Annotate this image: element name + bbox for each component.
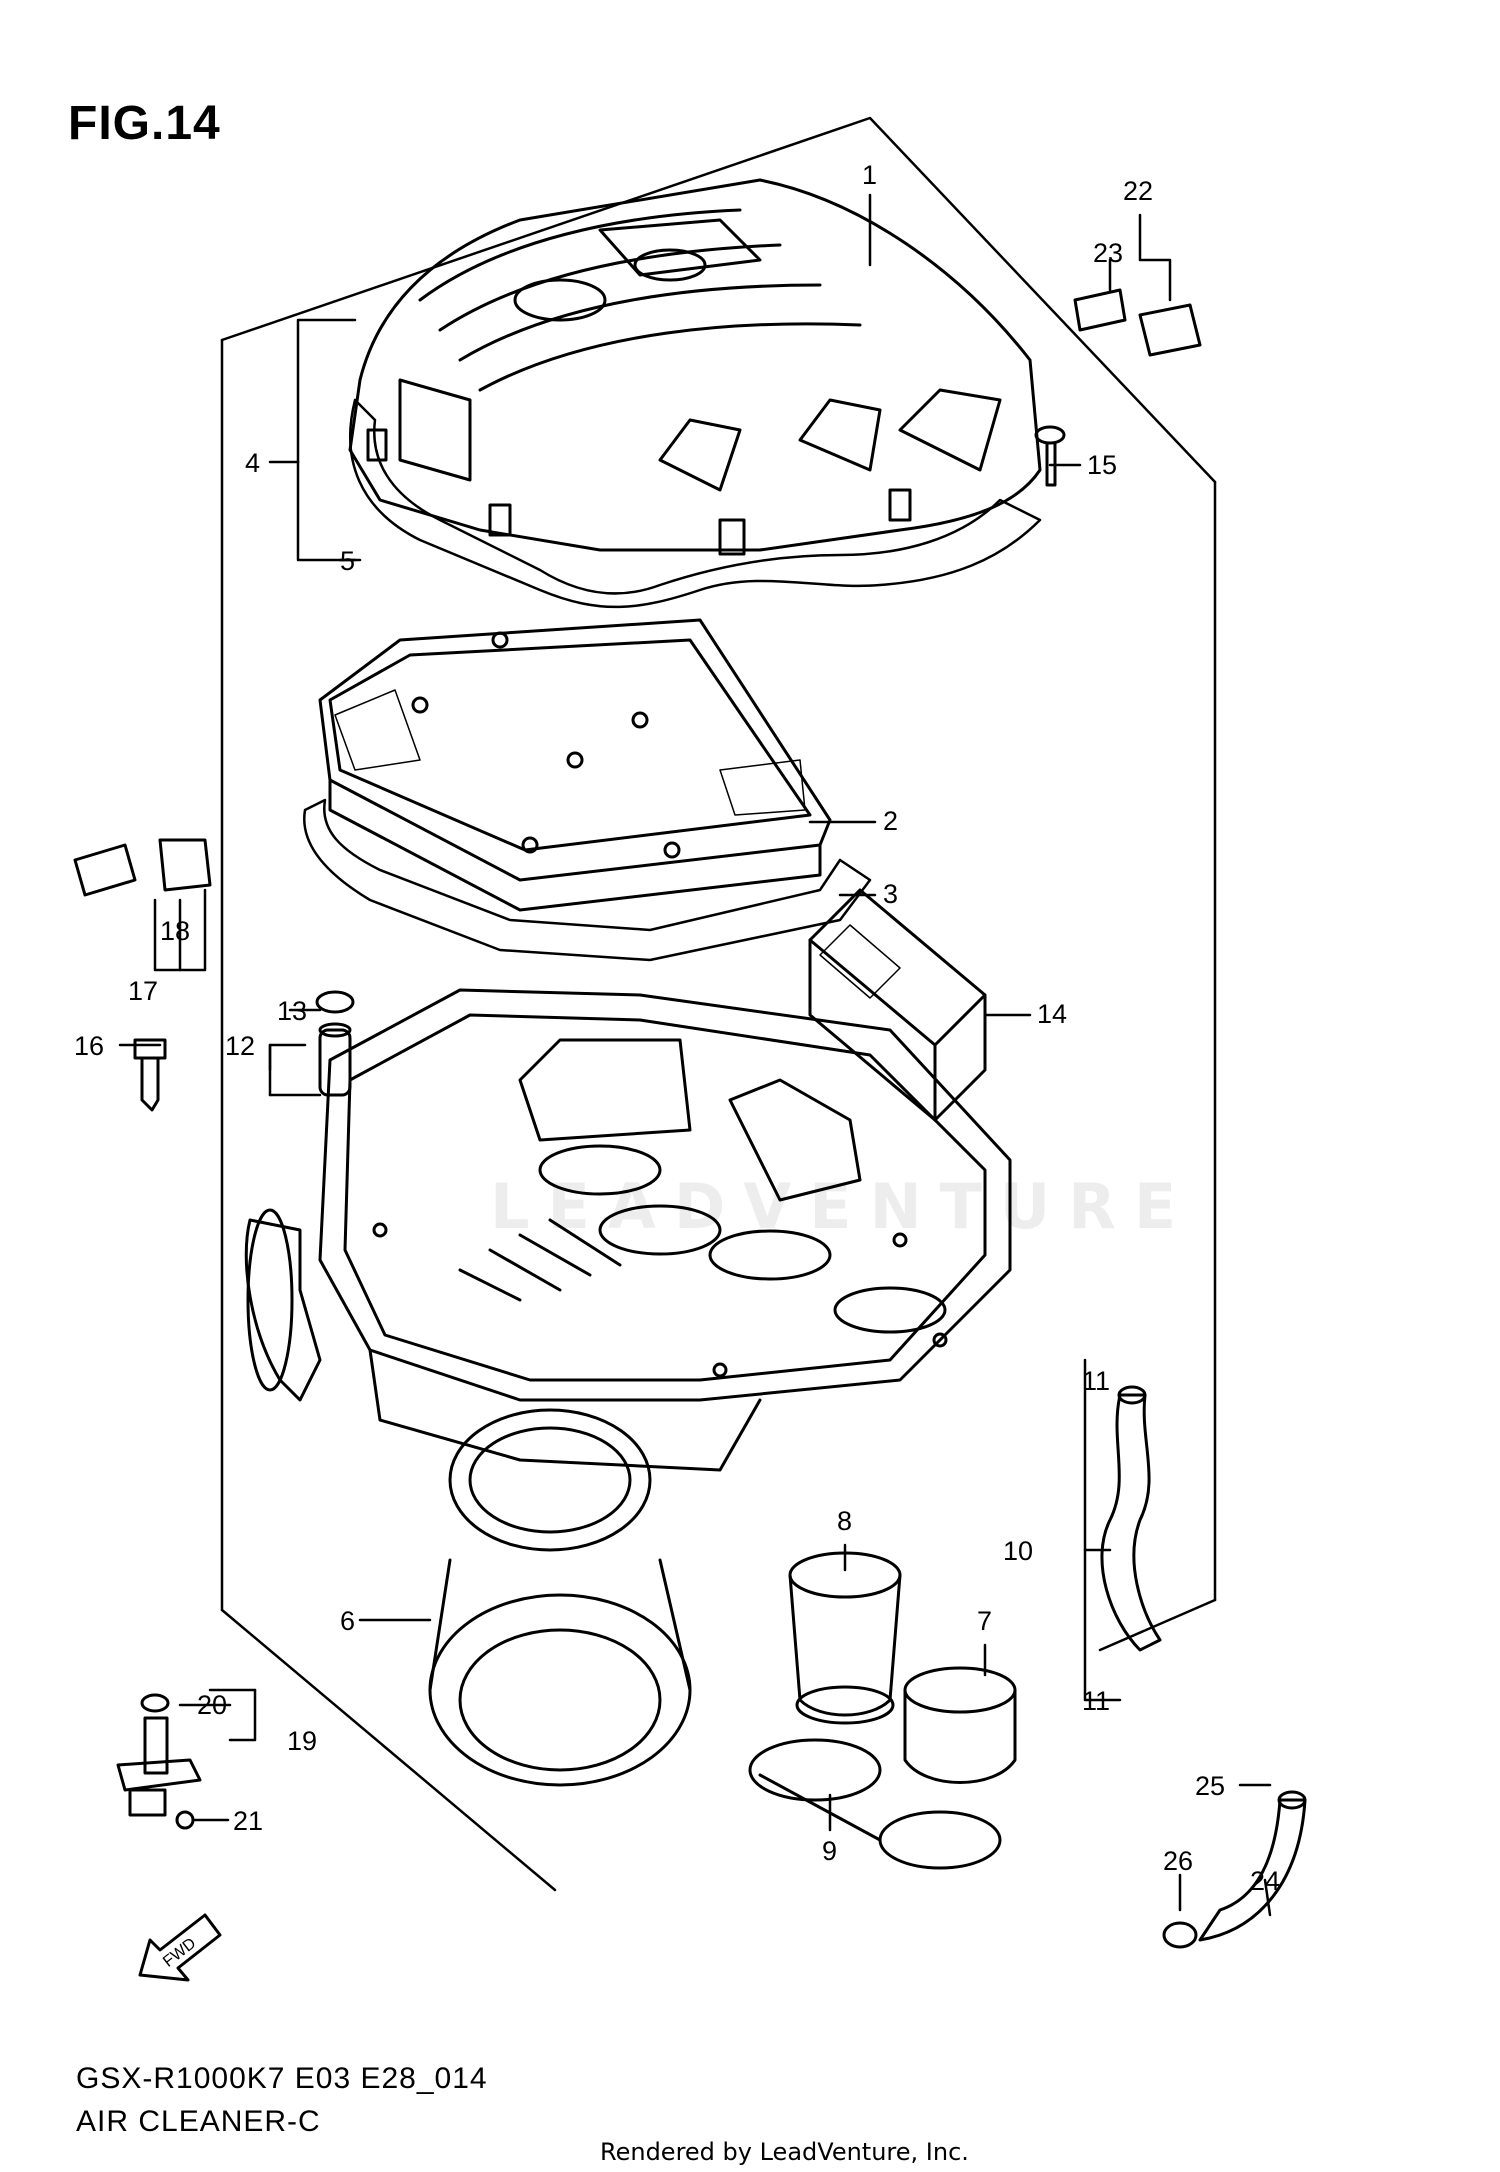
intake-boot-part [788, 1551, 1017, 1784]
callout-25: 25 [1195, 1771, 1225, 1801]
filter-gasket-part [303, 798, 872, 962]
drain-hose-part [1198, 1790, 1307, 1942]
callout-19: 19 [287, 1726, 317, 1756]
callout-11-lower: 11 [1082, 1686, 1110, 1716]
foam-block-part [808, 888, 987, 1122]
callout-17: 17 [128, 976, 158, 1006]
figure-title: FIG.14 [68, 97, 221, 150]
air-cleaner-case-part [244, 988, 1012, 1472]
callout-15: 15 [1087, 450, 1117, 480]
callout-6: 6 [340, 1606, 355, 1636]
callout-7: 7 [977, 1606, 992, 1636]
leader-lines [118, 193, 1272, 1917]
model-code: GSX-R1000K7 E03 E28_014 [76, 2062, 488, 2095]
callout-labels: 1 2 3 4 5 6 7 8 9 10 11 11 12 13 14 15 1… [74, 160, 1280, 1896]
reference-frame [220, 116, 1217, 1892]
cap-seal-part [348, 398, 1042, 609]
callout-12: 12 [225, 1031, 255, 1061]
hose-clamp-part [748, 1738, 1002, 1870]
callout-26: 26 [1163, 1846, 1193, 1876]
sensor-part [116, 1693, 202, 1830]
section-name: AIR CLEANER-C [76, 2105, 321, 2138]
callout-14: 14 [1037, 999, 1067, 1029]
callout-1: 1 [862, 160, 877, 190]
callout-11-upper: 11 [1082, 1366, 1110, 1396]
connector-parts [73, 288, 1202, 897]
pipe-part [315, 990, 355, 1097]
callout-22: 22 [1123, 176, 1153, 206]
callout-24: 24 [1250, 1866, 1280, 1896]
callout-4: 4 [245, 448, 260, 478]
forward-arrow: FWD [138, 1913, 222, 1982]
callout-3: 3 [883, 879, 898, 909]
callout-20: 20 [197, 1690, 227, 1720]
watermark: LEADVENTURE [490, 1170, 1195, 1243]
air-cleaner-cap-part [348, 178, 1042, 556]
hose-clip-part [1162, 1921, 1198, 1949]
bolt-part [133, 1038, 167, 1112]
intake-seal-part [428, 1408, 692, 1787]
callout-16: 16 [74, 1031, 104, 1061]
callout-5: 5 [340, 546, 355, 576]
breather-hose-part [1100, 1385, 1162, 1652]
callout-13: 13 [277, 996, 307, 1026]
air-filter-element-part [318, 618, 832, 912]
footer-credit: Rendered by LeadVenture, Inc. [600, 2138, 969, 2166]
callout-2: 2 [883, 806, 898, 836]
callout-10: 10 [1003, 1536, 1033, 1566]
callout-21: 21 [233, 1806, 263, 1836]
callout-18: 18 [160, 916, 190, 946]
callout-23: 23 [1093, 238, 1123, 268]
callout-8: 8 [837, 1506, 852, 1536]
callout-9: 9 [822, 1836, 837, 1866]
